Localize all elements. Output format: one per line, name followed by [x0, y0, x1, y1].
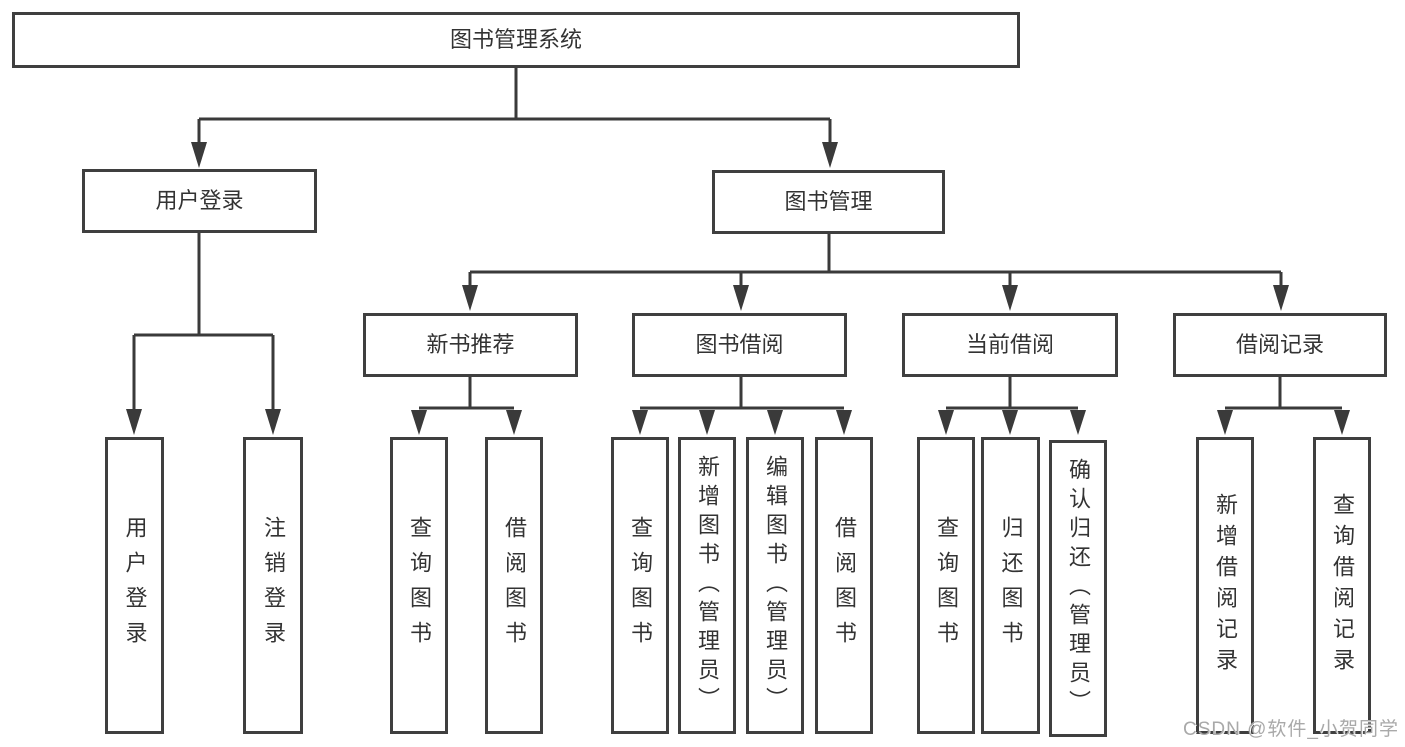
node-book-borrow: 图书借阅 — [632, 313, 847, 377]
node-current-borrow: 当前借阅 — [902, 313, 1118, 377]
leaf-add-borrow-record: 新增借阅记录 — [1196, 437, 1254, 734]
connector-root-to-level2 — [191, 68, 838, 168]
node-new-book-recommend: 新书推荐 — [363, 313, 578, 377]
connector-borrow-records-to-children — [1217, 377, 1350, 435]
connector-book-management-to-level3 — [462, 234, 1289, 311]
node-user-login: 用户登录 — [82, 169, 317, 233]
node-book-management: 图书管理 — [712, 170, 945, 234]
connector-book-borrow-to-children — [632, 377, 852, 435]
leaf-query-books-current: 查询图书 — [917, 437, 975, 734]
leaf-query-books-recommend: 查询图书 — [390, 437, 448, 734]
node-root: 图书管理系统 — [12, 12, 1020, 68]
leaf-confirm-return-admin: 确认归还（管理员） — [1049, 440, 1107, 737]
leaf-return-books: 归还图书 — [981, 437, 1040, 734]
leaf-query-books-borrow: 查询图书 — [611, 437, 669, 734]
leaf-user-login: 用户登录 — [105, 437, 164, 734]
connector-current-borrow-to-children — [938, 377, 1086, 435]
leaf-logout: 注销登录 — [243, 437, 303, 734]
csdn-watermark: CSDN @软件_小贺同学 — [1183, 719, 1399, 740]
leaf-add-books-admin: 新增图书（管理员） — [678, 437, 736, 734]
leaf-borrow-books-borrow: 借阅图书 — [815, 437, 873, 734]
leaf-query-borrow-record: 查询借阅记录 — [1313, 437, 1371, 734]
leaf-borrow-books-recommend: 借阅图书 — [485, 437, 543, 734]
connector-new-book-recommend-to-children — [411, 377, 522, 435]
leaf-edit-books-admin: 编辑图书（管理员） — [746, 437, 804, 734]
node-borrow-records: 借阅记录 — [1173, 313, 1387, 377]
connector-user-login-to-children — [126, 233, 281, 435]
